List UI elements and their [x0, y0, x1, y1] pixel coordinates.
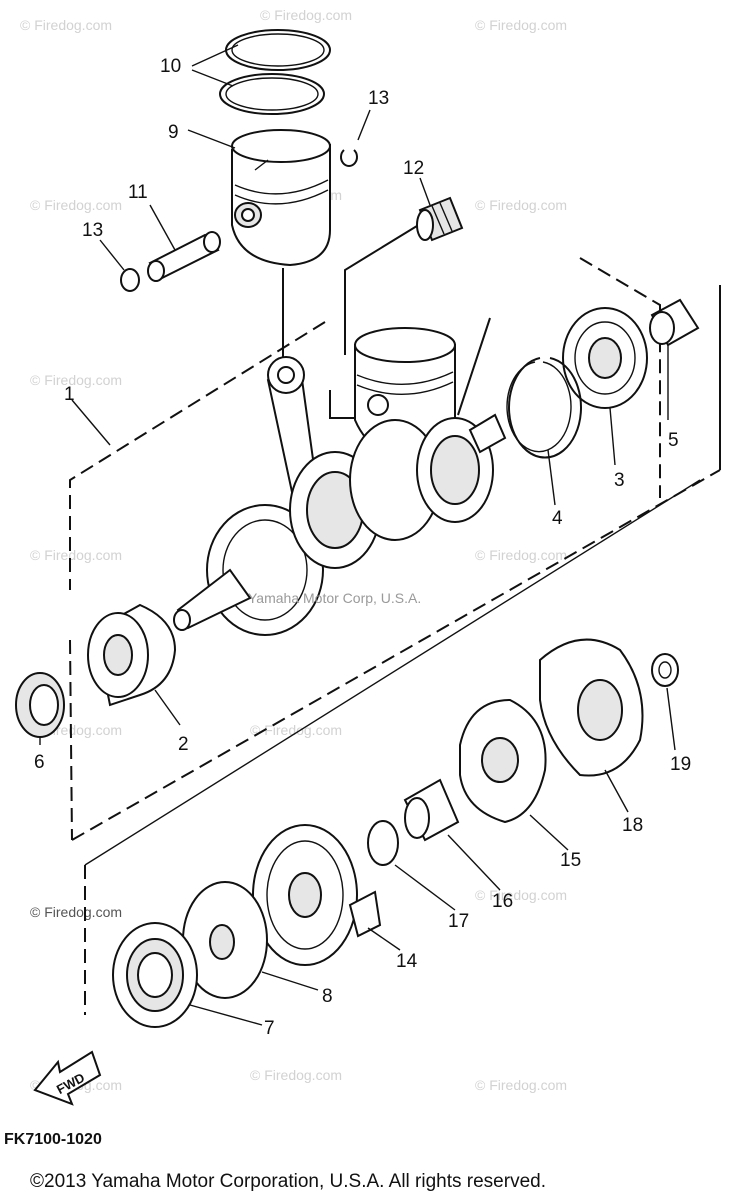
callout-1: 1 — [64, 384, 75, 405]
watermark: © Firedog.com — [250, 1067, 342, 1083]
callout-3: 3 — [614, 470, 625, 491]
oil-seal-7 — [112, 922, 198, 1028]
piston-pin — [147, 231, 221, 282]
callout-11: 11 — [128, 182, 148, 203]
callout-12: 12 — [403, 158, 424, 179]
callout-7: 7 — [264, 1018, 275, 1039]
piston — [231, 129, 331, 267]
bearing-5 — [649, 298, 700, 347]
watermark: © Firedog.com — [30, 904, 122, 920]
callout-19: 19 — [670, 754, 691, 775]
callout-10: 10 — [160, 56, 181, 77]
washer-19 — [651, 653, 679, 687]
circlip-top — [340, 149, 358, 168]
center-credit: Yamaha Motor Corp, U.S.A. — [248, 590, 421, 606]
callout-18: 18 — [622, 815, 643, 836]
crankshaft-assembly — [173, 327, 507, 636]
callout-2: 2 — [178, 734, 189, 755]
watermark: © Firedog.com — [475, 1077, 567, 1093]
assembly-group-lines — [69, 217, 721, 1015]
callout-13-top: 13 — [368, 88, 389, 109]
part-code: FK7100-1020 — [4, 1131, 102, 1148]
o-ring-17 — [367, 820, 399, 866]
circlip-left — [120, 268, 140, 292]
callout-8: 8 — [322, 986, 333, 1007]
watermark: © Firedog.com — [260, 7, 352, 23]
watermark: © Firedog.com — [475, 197, 567, 213]
watermark: © Firedog.com — [475, 887, 567, 903]
callout-4: 4 — [552, 508, 563, 529]
collar-16 — [403, 778, 460, 842]
callout-5: 5 — [668, 430, 679, 451]
snap-ring-4 — [506, 357, 582, 459]
watermark: © Firedog.com — [30, 547, 122, 563]
callout-6: 6 — [34, 752, 45, 773]
watermark: © Firedog.com — [475, 17, 567, 33]
bearing-3 — [562, 307, 648, 409]
callout-labels: 1 2 3 4 5 6 7 8 9 10 11 12 13 13 14 15 1… — [34, 56, 691, 1039]
plate-8 — [182, 881, 268, 999]
callout-17: 17 — [448, 911, 469, 932]
damper-15 — [459, 698, 547, 824]
fwd-arrow-icon: FWD — [33, 1050, 102, 1106]
coupler-18 — [539, 638, 644, 777]
callout-13-left: 13 — [82, 220, 103, 241]
copyright-notice: ©2013 Yamaha Motor Corporation, U.S.A. A… — [30, 1171, 546, 1192]
callout-15: 15 — [560, 850, 581, 871]
housing-14 — [252, 824, 382, 966]
callout-16: 16 — [492, 891, 513, 912]
callout-9: 9 — [168, 122, 179, 143]
oil-seal-6 — [15, 672, 65, 738]
watermark: © Firedog.com — [30, 372, 122, 388]
piston-rings — [219, 29, 331, 115]
watermark: © Firedog.com — [475, 547, 567, 563]
bearing-2 — [87, 603, 177, 707]
callout-14: 14 — [396, 951, 418, 972]
needle-bearing — [416, 196, 464, 242]
leader-lines — [39, 44, 676, 1026]
watermark-layer: © Firedog.com © Firedog.com © Firedog.co… — [20, 7, 567, 1093]
watermark: © Firedog.com — [20, 17, 112, 33]
watermark: © Firedog.com — [30, 197, 122, 213]
